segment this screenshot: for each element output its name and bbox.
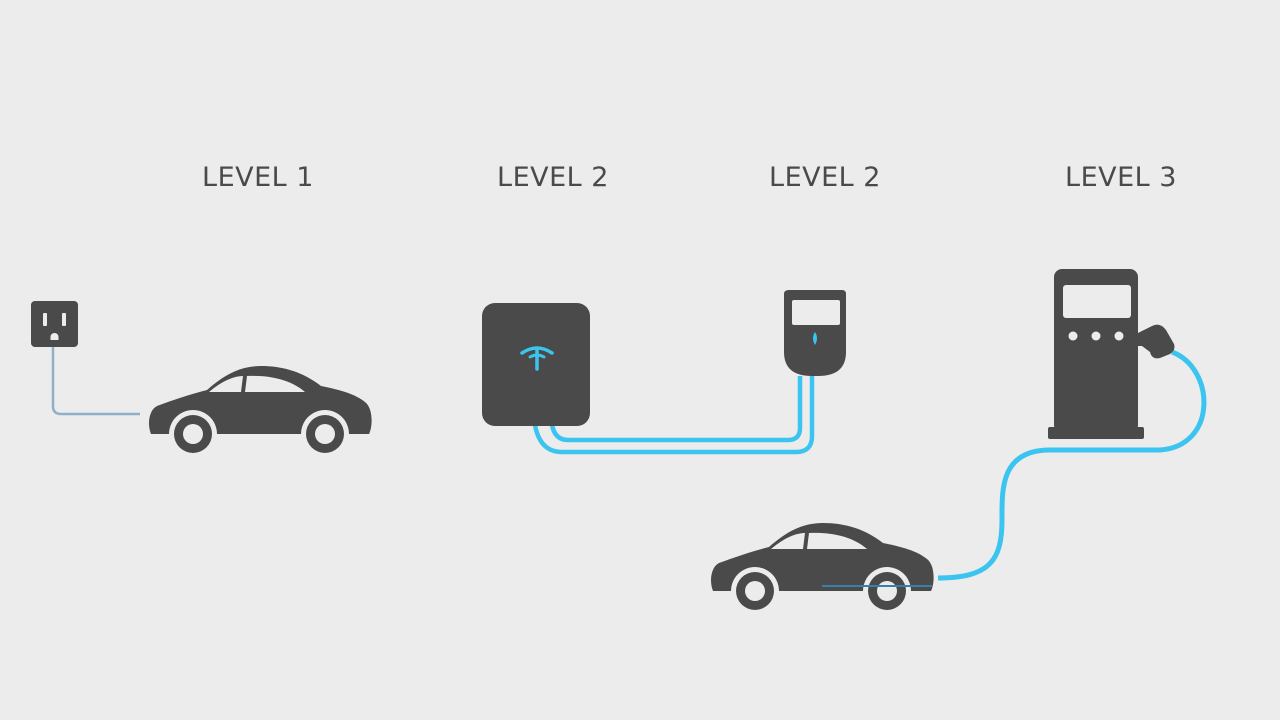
level-3-cable bbox=[937, 349, 1207, 581]
level-1-cable bbox=[51, 346, 140, 416]
level-1-group bbox=[31, 301, 372, 458]
level-2-pedestal-label: LEVEL 2 bbox=[769, 162, 881, 193]
wall-outlet-icon bbox=[31, 301, 78, 347]
level-2-group bbox=[482, 290, 846, 455]
level-2-wall-label: LEVEL 2 bbox=[497, 162, 609, 193]
level-3-label: LEVEL 3 bbox=[1065, 162, 1177, 193]
car-icon bbox=[149, 366, 372, 458]
wall-charger-icon bbox=[482, 303, 590, 426]
level-2-cable-inner bbox=[549, 376, 803, 443]
level-1-label: LEVEL 1 bbox=[202, 162, 314, 193]
pedestal-charger-icon bbox=[784, 290, 846, 376]
level-2-cable-outer bbox=[532, 376, 815, 455]
car-icon bbox=[711, 523, 934, 615]
level-3-group bbox=[711, 269, 1207, 615]
dc-fast-charger-icon bbox=[1048, 269, 1175, 439]
